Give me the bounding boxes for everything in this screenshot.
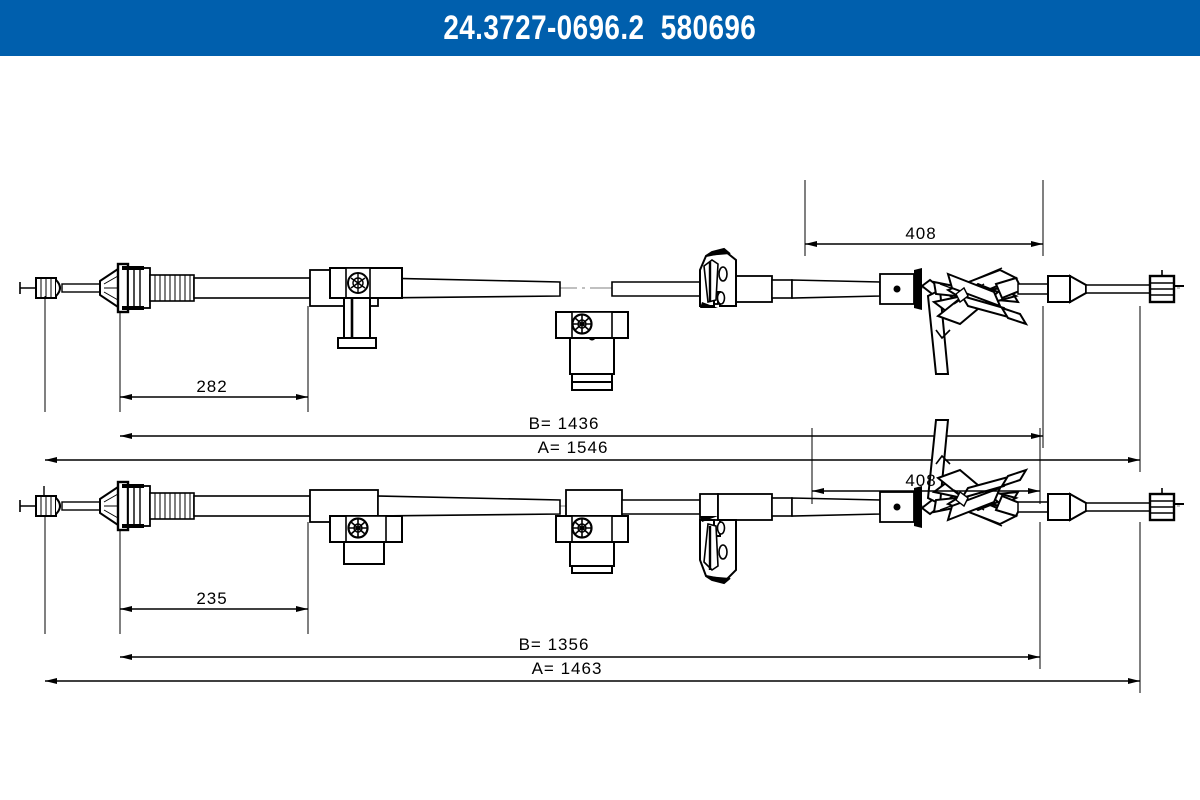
dim-a-top-label: A= 1546 — [538, 438, 609, 457]
outer-conduit-top — [193, 269, 915, 307]
bracket-clamp-2-bottom — [555, 515, 629, 574]
knurled-sleeve-top — [149, 274, 195, 302]
conical-boot-bottom — [99, 485, 119, 527]
mounting-bracket-down-bottom — [699, 516, 737, 585]
dimension-235: 235 — [120, 589, 308, 612]
dimension-408-top: 408 — [805, 224, 1043, 247]
top-view-group: 282 408 B= 1436 A= 1546 — [19, 180, 1184, 472]
bottom-view-group: 235 408 B= 1356 A= 1463 — [19, 419, 1184, 693]
inner-cable-left-bottom — [61, 501, 101, 511]
threaded-connector-bottom — [116, 480, 151, 532]
outer-conduit-bottom — [193, 489, 915, 523]
bracket-clamp-2-top — [555, 311, 629, 391]
knurled-sleeve-bottom — [149, 492, 195, 520]
dimension-b-top: B= 1436 — [120, 414, 1043, 439]
mounting-bracket-up-top — [699, 247, 737, 308]
dimension-408-bottom: 408 — [812, 471, 1040, 494]
end-fitting-right-top — [1017, 270, 1184, 304]
dim-408-bottom-label: 408 — [905, 471, 936, 490]
diagonal-clip-down-bottom — [914, 419, 1029, 528]
part-number-title: 24.3727-0696.2 580696 — [443, 8, 757, 47]
technical-drawing-canvas: 282 408 B= 1436 A= 1546 — [0, 56, 1200, 800]
conical-boot-top — [99, 267, 119, 309]
bracket-clamp-1-bottom — [329, 515, 403, 565]
end-fitting-right-bottom — [1017, 488, 1184, 522]
dimension-a-top: A= 1546 — [45, 438, 1140, 463]
dim-b-top-label: B= 1436 — [529, 414, 600, 433]
dim-b-bottom-label: B= 1356 — [519, 635, 590, 654]
cable-assembly-drawing: 282 408 B= 1436 A= 1546 — [19, 180, 1184, 693]
dim-235-label: 235 — [196, 589, 227, 608]
dimension-b-bottom: B= 1356 — [120, 635, 1040, 660]
diagonal-clip-up-top — [914, 267, 1029, 375]
bracket-clamp-1-top — [329, 267, 403, 349]
dim-282-label: 282 — [196, 377, 227, 396]
extension-lines-bottom — [44, 428, 1141, 693]
header-bar: 24.3727-0696.2 580696 — [0, 0, 1200, 56]
dim-a-bottom-label: A= 1463 — [532, 659, 603, 678]
inner-cable-left-top — [61, 283, 101, 293]
threaded-connector-top — [116, 262, 151, 314]
end-fitting-left-top — [19, 277, 61, 299]
dim-408-top-label: 408 — [905, 224, 936, 243]
end-fitting-left-bottom — [19, 486, 61, 517]
dimension-282: 282 — [120, 377, 308, 400]
dimension-a-bottom: A= 1463 — [45, 659, 1140, 684]
